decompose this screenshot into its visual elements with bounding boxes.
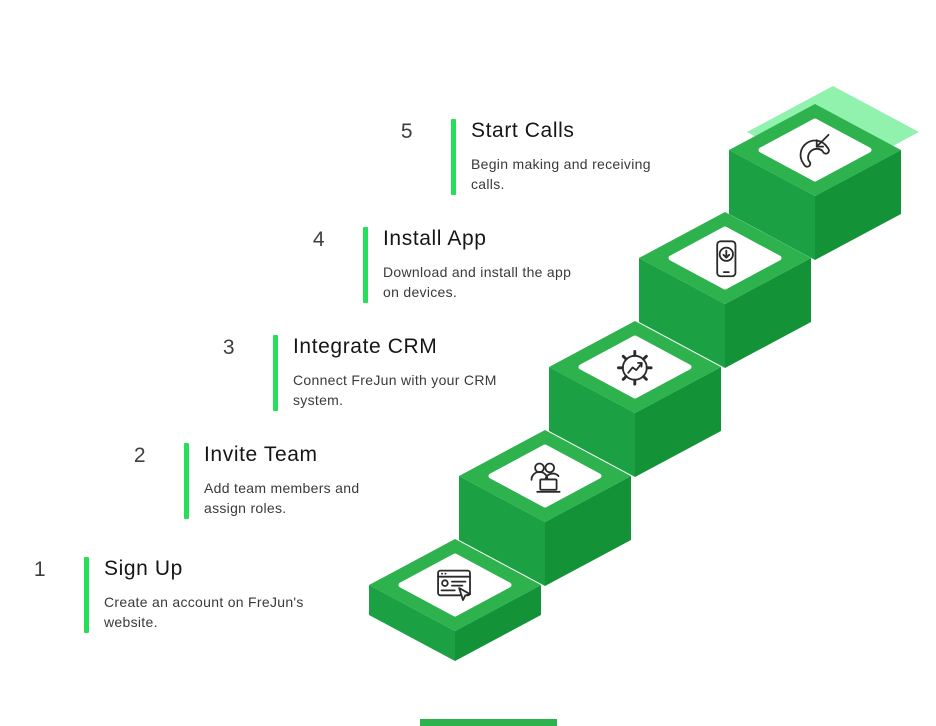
bottom-accent-strip	[420, 719, 557, 726]
step-number: 5	[400, 120, 414, 143]
step-description: Connect FreJun with your CRM system.	[293, 372, 497, 408]
step-5-left-face	[729, 150, 815, 260]
step-3-white-diamond	[578, 335, 692, 399]
step-accent-bar	[273, 335, 278, 411]
step-3-left-face	[549, 367, 635, 477]
install-app-icon	[716, 240, 737, 278]
step-description: Add team members and assign roles.	[204, 480, 360, 516]
step-text-block-1: 1 Sign Up Create an account on FreJun's …	[32, 557, 304, 633]
step-description: Begin making and receiving calls.	[471, 156, 651, 192]
step-text-block-2: 2 Invite Team Add team members and assig…	[132, 443, 359, 519]
step-copy: Invite Team Add team members and assign …	[204, 443, 359, 519]
start-calls-icon	[799, 133, 830, 168]
step-title: Install App	[383, 227, 487, 250]
step-accent-bar	[451, 119, 456, 195]
step-2-right-face	[545, 476, 631, 586]
step-copy: Install App Download and install the app…	[383, 227, 571, 303]
step-2-left-face	[459, 476, 545, 586]
integrate-crm-icon	[617, 350, 653, 386]
step-1-left-face	[369, 585, 455, 661]
step-4-left-face	[639, 258, 725, 368]
step-number: 1	[33, 558, 47, 581]
step-accent-bar	[84, 557, 89, 633]
step-description: Create an account on FreJun's website.	[104, 594, 304, 630]
step-number: 3	[222, 336, 236, 359]
step-copy: Integrate CRM Connect FreJun with your C…	[293, 335, 497, 411]
step-text-block-3: 3 Integrate CRM Connect FreJun with your…	[221, 335, 497, 411]
step-number: 4	[312, 228, 326, 251]
step-1-right-face	[455, 585, 541, 661]
step-5-right-face	[815, 150, 901, 260]
step-3-platform	[549, 321, 721, 477]
step-accent-bar	[363, 227, 368, 303]
step-title: Invite Team	[204, 443, 318, 466]
step-title: Sign Up	[104, 557, 183, 580]
step-4-white-diamond	[668, 226, 782, 290]
step-accent-bar	[184, 443, 189, 519]
step-3-right-face	[635, 367, 721, 477]
step-2-white-diamond	[488, 444, 602, 508]
step-5-platform	[729, 86, 919, 260]
step-2-platform	[459, 430, 631, 586]
step-text-block-4: 4 Install App Download and install the a…	[311, 227, 571, 303]
step-number: 2	[133, 444, 147, 467]
invite-team-icon	[530, 462, 561, 493]
step-text-block-5: 5 Start Calls Begin making and receiving…	[399, 119, 651, 195]
step-5-white-diamond	[758, 118, 872, 182]
step-title: Integrate CRM	[293, 335, 438, 358]
signup-form-icon	[437, 569, 472, 601]
step-description: Download and install the app on devices.	[383, 264, 572, 300]
step-4-right-face	[725, 258, 811, 368]
step-1-platform	[369, 539, 541, 661]
step-title: Start Calls	[471, 119, 575, 142]
step-4-platform	[639, 212, 811, 368]
step-copy: Start Calls Begin making and receiving c…	[471, 119, 651, 195]
step-copy: Sign Up Create an account on FreJun's we…	[104, 557, 304, 633]
